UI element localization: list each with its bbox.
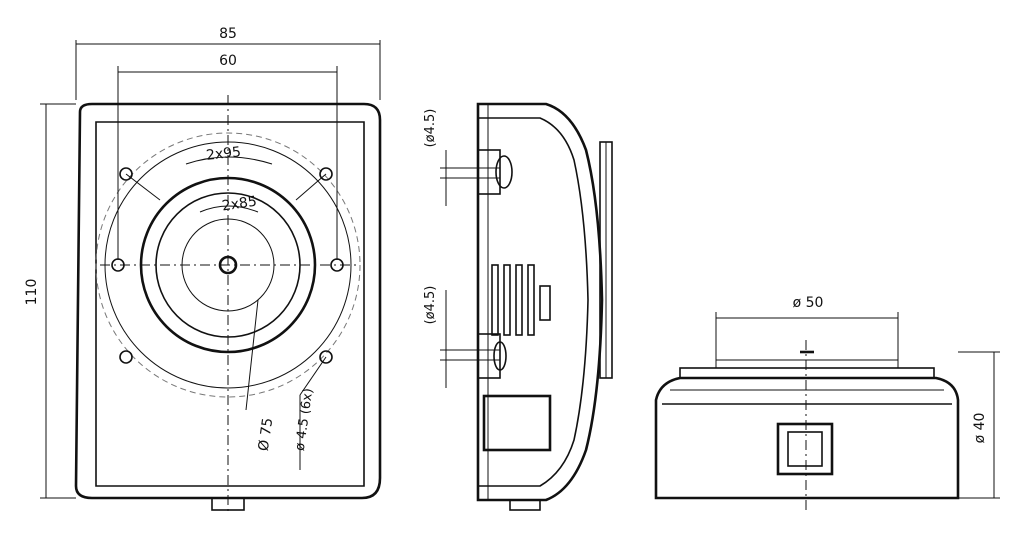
bottom-connector-inner [787, 431, 823, 467]
side-screw-upper [440, 149, 513, 206]
side-bottom-connector [509, 499, 541, 511]
side-rear-block [482, 394, 552, 452]
dim-bolt-circle-85: 2x85 [221, 194, 258, 215]
dim-hole-spec: ø 4.5 (6x) [293, 387, 317, 451]
front-view: 85 60 110 2x95 2x85 Ø 75 ø 4.5 (6x) [24, 26, 382, 515]
bottom-housing-outline [654, 376, 960, 500]
front-housing-inner [95, 121, 365, 487]
bottom-connector-outer [776, 422, 834, 476]
front-bottom-connector [211, 497, 245, 511]
side-screw-lower [440, 290, 507, 388]
dim-bolt-circle-95: 2x95 [205, 144, 241, 164]
dim-height-110: 110 [24, 279, 40, 306]
dim-width-85: 85 [219, 26, 237, 42]
side-vent-slots [491, 264, 551, 336]
bottom-view: ø 50 ø 40 [654, 295, 1000, 510]
dim-bottom-diameter-50: ø 50 [793, 295, 824, 311]
flange-circle-dashed [95, 132, 361, 398]
side-housing-outline [476, 102, 604, 502]
dim-width-60: 60 [219, 53, 237, 69]
dim-side-hole-upper: (ø4.5) [423, 109, 438, 148]
dim-diameter-75: Ø 75 [256, 417, 276, 452]
bottom-knob-top [679, 367, 935, 379]
dim-bottom-height-40: ø 40 [972, 413, 988, 444]
dim-side-hole-lower: (ø4.5) [423, 286, 438, 325]
side-view: (ø4.5) (ø4.5) [423, 102, 613, 511]
